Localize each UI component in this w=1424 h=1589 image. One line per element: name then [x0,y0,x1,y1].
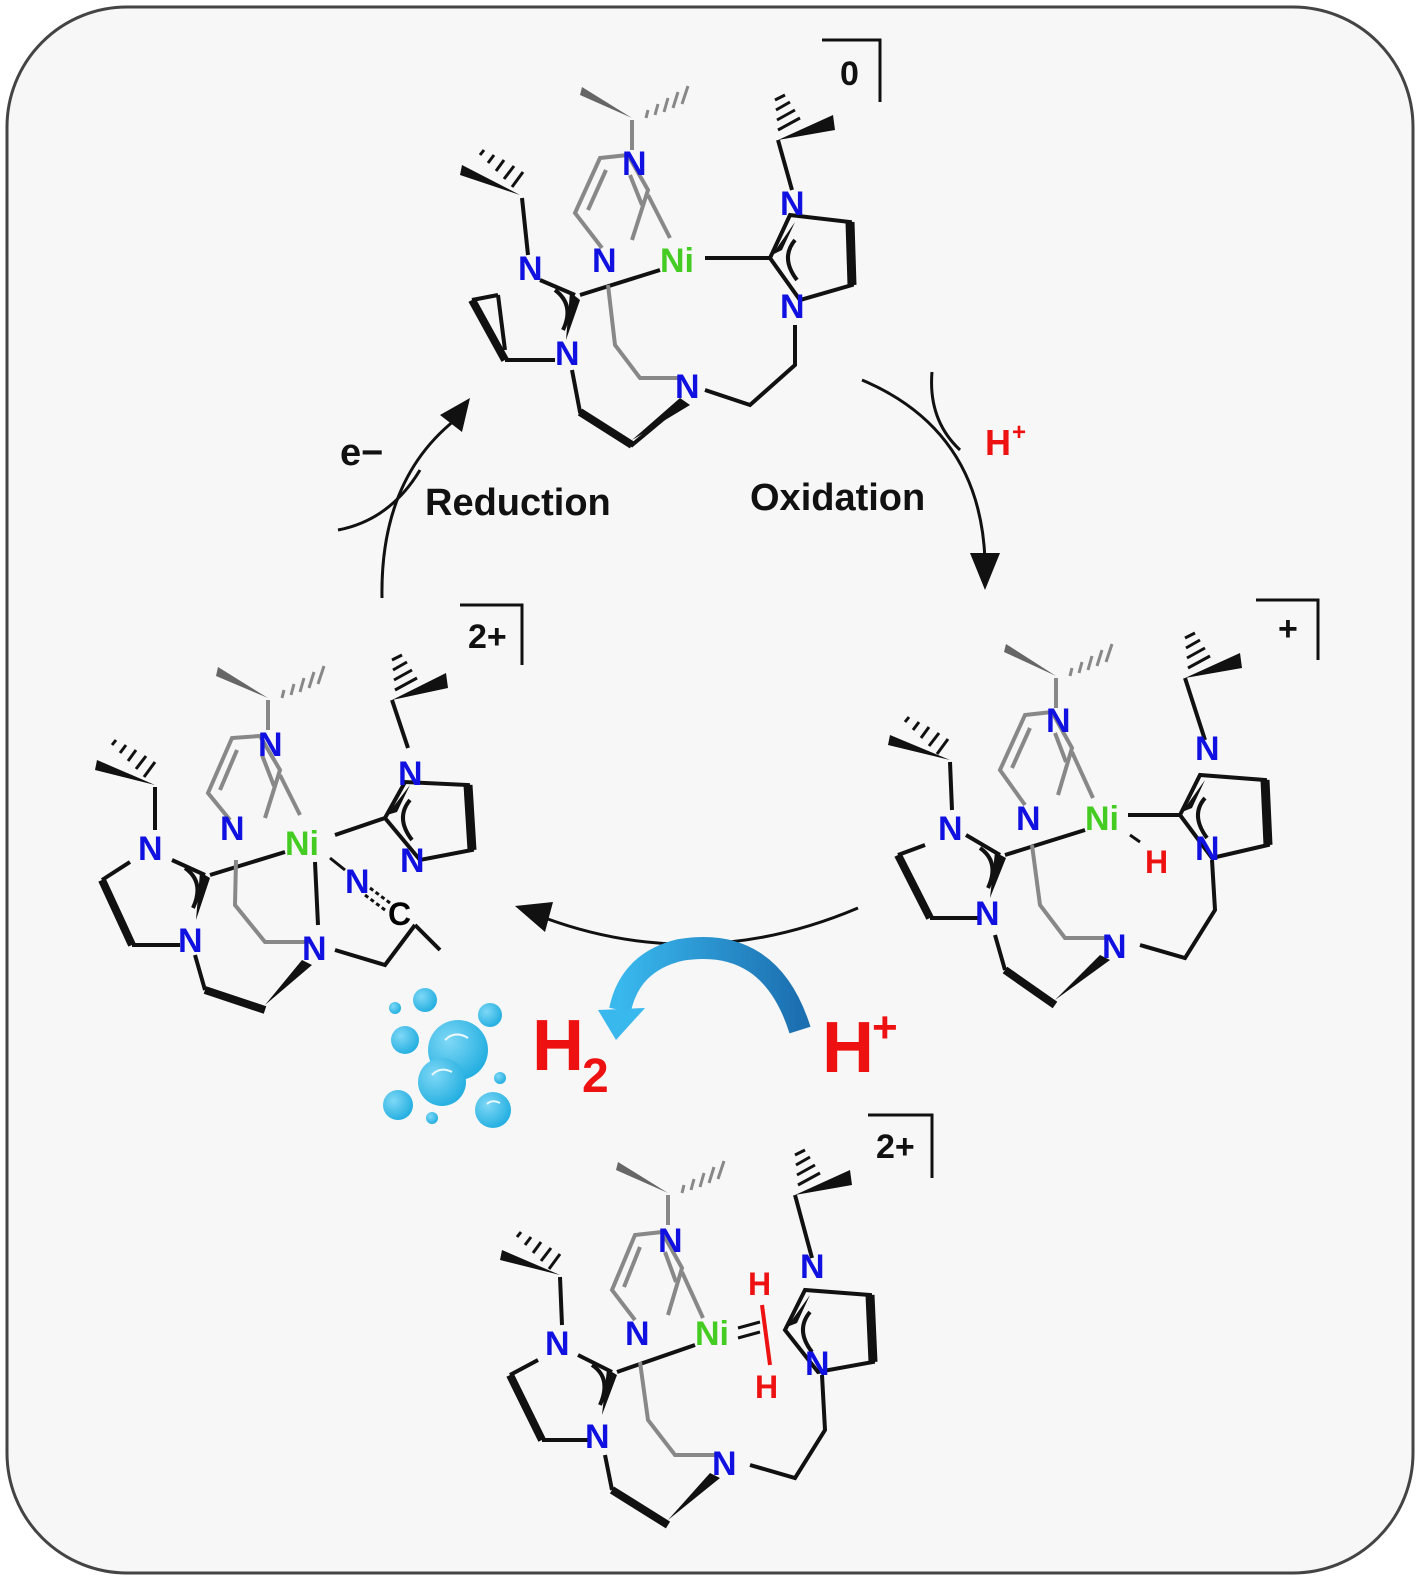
charge-bottom: 2+ [876,1128,915,1166]
atom-n: N [345,863,370,901]
charge-left: 2+ [468,618,507,656]
atom-n: N [975,895,1000,933]
hydrogen-bubbles [383,988,511,1128]
atom-n: N [258,726,283,764]
atom-n: N [658,1222,683,1260]
blue-proton-arrow [598,936,811,1040]
atom-n: N [555,335,580,373]
reduction-arrow [337,398,470,599]
atom-n: N [400,842,425,880]
h2-label: H 2 [532,1006,609,1103]
svg-text:+: + [872,1003,898,1052]
reduction-label: Reduction [425,482,611,524]
atom-n: N [592,242,617,280]
proton-bottom: H + [822,1003,898,1088]
atom-n: N [220,810,245,848]
svg-text:H: H [822,1008,874,1088]
atom-h: H [1145,844,1168,880]
atom-ni: Ni [695,1315,729,1353]
atom-n: N [625,1315,650,1353]
charge-top: 0 [840,55,859,93]
oxidation-label: Oxidation [750,477,925,519]
atom-n: N [138,830,163,868]
atom-n: N [1195,830,1220,868]
oxidation-arrow [861,371,1000,590]
atom-c: C [388,896,411,932]
atom-n: N [545,1325,570,1363]
frame [5,5,1415,1575]
proton-top: H + [985,419,1026,463]
atom-n: N [712,1445,737,1483]
electron-label: e− [340,432,383,474]
svg-text:+: + [1012,419,1026,446]
atom-ni: Ni [285,825,319,863]
complex-top: N N N N Ni N N N 0 [460,38,882,449]
atom-n: N [675,368,700,406]
atom-n: N [398,755,423,793]
atom-n: N [518,250,543,288]
svg-text:2: 2 [582,1050,609,1103]
atom-n: N [622,145,647,183]
svg-text:H: H [532,1006,584,1086]
complex-right: N N N N Ni H N N N + [888,598,1320,1009]
atom-n: N [800,1248,825,1286]
atom-n: N [780,288,805,326]
atom-n: N [585,1418,610,1456]
atom-n: N [178,922,203,960]
svg-text:H: H [985,422,1011,463]
complex-left: N N N N Ni N C N N N 2+ [95,603,524,1014]
atom-n: N [302,930,327,968]
atom-n: N [1016,800,1041,838]
atom-ni: Ni [1085,800,1119,838]
charge-right: + [1278,610,1298,648]
atom-h: H [755,1369,778,1405]
atom-ni: Ni [660,242,694,280]
atom-n: N [780,185,805,223]
atom-n: N [805,1345,830,1383]
atom-n: N [938,810,963,848]
atom-n: N [1195,730,1220,768]
complex-bottom: N N N N Ni H H N N N 2+ [500,1113,934,1529]
atom-n: N [1102,928,1127,966]
atom-h: H [748,1266,771,1302]
atom-n: N [1046,702,1071,740]
